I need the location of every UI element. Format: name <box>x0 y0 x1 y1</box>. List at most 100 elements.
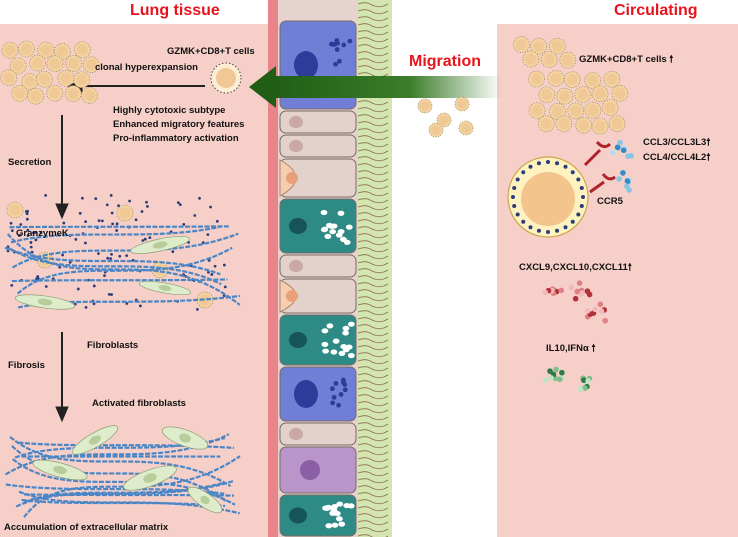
ccl3-text: CCL3/CCL3L3 <box>643 137 707 148</box>
feature-cytotoxic: Highly cytotoxic subtype <box>113 105 226 116</box>
t-cell <box>601 99 619 117</box>
club-cell <box>279 198 357 254</box>
fibroblast <box>139 280 191 296</box>
goblet-cell <box>279 366 357 422</box>
epithelial-cell <box>279 278 357 314</box>
feature-inflammatory: Pro-inflammatory activation <box>113 133 239 144</box>
club-cell <box>279 494 357 537</box>
fibroblast <box>14 294 76 310</box>
t-cell <box>11 85 29 102</box>
t-cell <box>53 43 71 60</box>
epithelial-cell <box>279 110 357 134</box>
t-cell <box>611 84 629 102</box>
t-cell <box>563 71 581 89</box>
ccr5-receptors <box>583 140 616 194</box>
t-cell <box>584 101 602 119</box>
t-cell <box>549 102 566 120</box>
t-cell <box>591 85 609 103</box>
t-cell <box>73 71 91 89</box>
secretory-cell <box>279 446 357 494</box>
fibroblast <box>71 425 119 455</box>
accumulation-label: Accumulation of extracellular matrix <box>4 522 169 533</box>
t-cell <box>46 55 64 73</box>
t-cell <box>537 115 555 133</box>
granzyme-label: GranzymeK <box>16 228 69 239</box>
t-cell <box>584 72 602 89</box>
cxcl-chemokines <box>568 280 593 302</box>
ccl3-label: CCL3/CCL3L3🠕 <box>643 138 710 148</box>
t-cell <box>530 37 548 55</box>
t-cell <box>458 120 474 136</box>
t-cell <box>603 70 621 88</box>
t-cell <box>538 86 556 104</box>
t-cell <box>556 87 574 105</box>
lung-gzmk-label: GZMK+CD8+T cells <box>167 46 255 57</box>
il10-text: IL10,IFNα <box>546 343 589 354</box>
t-cell <box>574 86 592 103</box>
t-cell <box>81 86 99 104</box>
fibroblasts-label: Fibroblasts <box>87 340 139 351</box>
cytokines <box>542 366 565 384</box>
t-cell <box>73 41 91 59</box>
t-cell <box>436 112 452 128</box>
t-cell <box>417 98 433 114</box>
t-cell <box>57 69 75 87</box>
clonal-label: clonal hyperexpansion <box>95 62 198 73</box>
circ-gzmk-text: GZMK+CD8+T cells <box>579 54 667 65</box>
t-cell <box>116 204 134 222</box>
t-cell <box>548 37 566 55</box>
fibroblast <box>161 426 209 450</box>
t-cell <box>6 201 24 219</box>
lung-tcell-cluster <box>0 40 100 105</box>
circ-gzmk-label: GZMK+CD8+T cells 🠕 <box>579 55 673 65</box>
t-cell <box>64 85 82 103</box>
up-arrow-icon: 🠕 <box>706 137 711 148</box>
t-cell <box>65 54 83 72</box>
migration-label: Migration <box>409 53 481 70</box>
ccl-ligands <box>616 170 632 193</box>
cxcl-chemokines <box>542 285 565 297</box>
t-cell <box>540 51 558 68</box>
ccr5-tcell <box>507 156 589 238</box>
t-cell <box>82 56 100 74</box>
ccl4-label: CCL4/CCL4L2🠕 <box>643 153 710 163</box>
t-cell <box>37 41 55 59</box>
il10-label: IL10,IFNα 🠕 <box>546 344 596 354</box>
t-cell <box>559 51 577 69</box>
t-cell <box>196 291 214 309</box>
t-cell <box>513 36 530 53</box>
fibroblast <box>32 459 88 481</box>
feature-migratory: Enhanced migratory features <box>113 119 245 130</box>
cytokines <box>577 375 593 393</box>
epithelial-cell <box>279 422 357 446</box>
epithelial-cell <box>279 158 357 198</box>
t-cell <box>547 69 565 87</box>
up-arrow-icon: 🠕 <box>706 152 711 163</box>
t-cell <box>46 84 64 102</box>
secretion-label: Secretion <box>8 157 52 168</box>
t-cell <box>522 50 540 68</box>
circulating-title: Circulating <box>614 2 698 19</box>
t-cell <box>528 102 546 119</box>
cxcl-label: CXCL9,CXCL10,CXCL11🠕 <box>519 263 632 273</box>
circulating-panel <box>497 24 738 537</box>
ccl-ligands <box>609 139 635 159</box>
t-cell <box>567 102 585 120</box>
up-arrow-icon: 🠕 <box>669 54 674 65</box>
t-cell <box>29 54 47 72</box>
t-cell <box>428 122 444 138</box>
activated-fibroblasts-label: Activated fibroblasts <box>92 398 186 409</box>
t-cell <box>9 57 27 75</box>
t-cell <box>27 87 45 105</box>
t-cell <box>1 41 19 59</box>
t-cell <box>575 116 593 134</box>
cxcl-chemokines <box>584 301 608 324</box>
t-cell <box>0 69 18 87</box>
up-arrow-icon: 🠕 <box>591 343 596 354</box>
fibroblast <box>187 486 223 514</box>
lung-tissue-title: Lung tissue <box>130 2 220 19</box>
expanding-tcell <box>210 62 242 94</box>
epithelial-cell <box>279 134 357 158</box>
